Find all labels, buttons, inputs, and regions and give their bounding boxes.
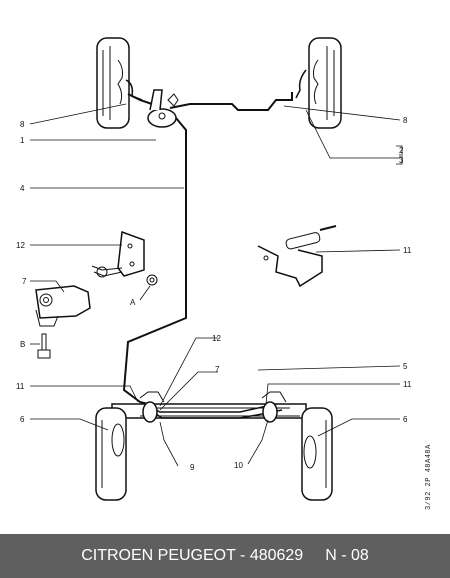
callout-9: 9: [190, 463, 195, 472]
callout-10: 10: [234, 461, 243, 470]
callout-2: 2: [399, 146, 404, 155]
brake-pipe-diagram: 8 1 4 12 7 A B 11 6 8 2 3 11 5 11 6 12 7…: [16, 37, 412, 501]
callout-b: B: [20, 340, 25, 349]
rear-left-wheel: [95, 407, 127, 501]
leader-lines: [29, 103, 401, 467]
callout-12-left: 12: [16, 241, 25, 250]
callout-labels: 8 1 4 12 7 A B 11 6 8 2 3 11 5 11 6 12 7…: [16, 116, 412, 472]
drawing-reference-code: 3/92 2P 48A48A: [425, 444, 433, 510]
front-right-wheel: [295, 37, 342, 129]
callout-11-mid: 11: [403, 246, 412, 255]
rear-axle: [111, 391, 307, 423]
footer-bar: CITROEN PEUGEOT - 480629 N - 08: [0, 534, 450, 578]
callout-12-right: 12: [212, 334, 221, 343]
footer-part-text: CITROEN PEUGEOT - 480629: [81, 547, 304, 564]
brake-pipes: [122, 92, 293, 419]
flexible-hose-11: [257, 225, 337, 288]
compensator-valve: [147, 89, 179, 128]
callout-5: 5: [403, 362, 408, 371]
callout-7-top: 7: [22, 277, 27, 286]
footer-page-code: N - 08: [325, 547, 369, 564]
callout-a: A: [130, 298, 136, 307]
bracket-12: [91, 230, 158, 286]
rear-right-wheel: [301, 407, 333, 501]
callout-11-right: 11: [403, 380, 412, 389]
union-7: [35, 285, 91, 359]
callout-7-bottom: 7: [215, 365, 220, 374]
callout-6-right: 6: [403, 415, 408, 424]
front-left-wheel: [96, 37, 143, 129]
callout-4: 4: [20, 184, 25, 193]
callout-11-left: 11: [16, 382, 25, 391]
callout-8-left: 8: [20, 120, 25, 129]
callout-3: 3: [399, 156, 404, 165]
callout-6-left: 6: [20, 415, 25, 424]
callout-1: 1: [20, 136, 25, 145]
callout-8-right: 8: [403, 116, 408, 125]
